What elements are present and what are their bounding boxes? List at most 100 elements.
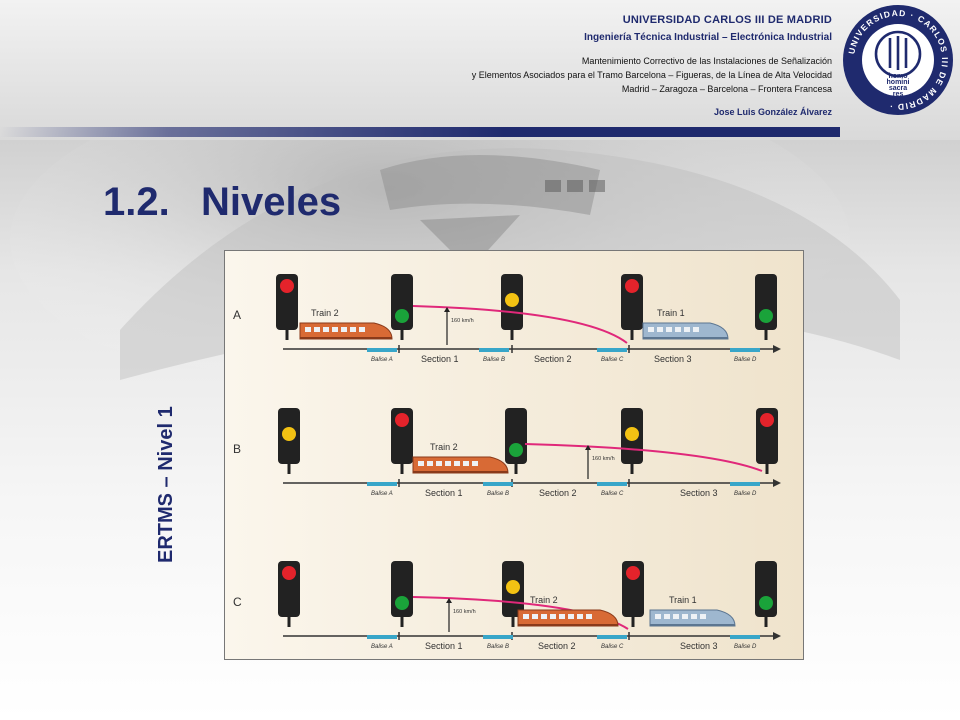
speed-arrowhead <box>585 445 591 450</box>
balise-marker <box>367 635 397 639</box>
train-stripe <box>300 337 392 339</box>
train-window <box>350 327 356 332</box>
train-window <box>341 327 347 332</box>
train-window <box>675 327 681 332</box>
train-window <box>314 327 320 332</box>
balise-label: Balise C <box>601 491 624 497</box>
section-label: Section 1 <box>421 354 459 364</box>
train-stripe <box>518 624 618 626</box>
track-arrow <box>773 632 781 640</box>
signal-lamp-red <box>625 279 639 293</box>
train-label: Train 2 <box>430 442 458 452</box>
braking-curve <box>524 443 763 472</box>
balise-label: Balise C <box>601 644 624 650</box>
train-window <box>472 461 478 466</box>
signal-lamp-red <box>626 566 640 580</box>
diagram-canvas: A Balise A Balise B Balise C Balise D Section… <box>233 274 781 651</box>
train-window <box>664 614 670 619</box>
train-window <box>655 614 661 619</box>
slide-header <box>0 0 960 140</box>
section-label: Section 3 <box>680 641 718 651</box>
train-label: Train 1 <box>669 595 697 605</box>
train-window <box>427 461 433 466</box>
ertms-level1-diagram: A Balise A Balise B Balise C Balise D Section… <box>224 250 804 660</box>
train-window <box>577 614 583 619</box>
author-name: Jose Luis González Álvarez <box>713 107 832 117</box>
train-window <box>305 327 311 332</box>
balise-marker <box>597 482 627 486</box>
balise-label: Balise C <box>601 357 624 363</box>
train-label: Train 2 <box>311 308 339 318</box>
scenario-label: C <box>233 595 242 609</box>
train-window <box>693 327 699 332</box>
signal-lamp-yellow <box>625 427 639 441</box>
page-title: 1.2.Niveles <box>103 180 341 225</box>
speed-label: 160 km/h <box>453 609 476 615</box>
train-window <box>541 614 547 619</box>
train-window <box>454 461 460 466</box>
signal-lamp-red <box>280 279 294 293</box>
scenario-label: A <box>233 308 241 322</box>
train-window <box>332 327 338 332</box>
signal-lamp-green <box>759 309 773 323</box>
train-stripe <box>650 624 735 626</box>
train-label: Train 1 <box>657 308 685 318</box>
train-window <box>700 614 706 619</box>
train-window <box>523 614 529 619</box>
university-seal-logo: UNIVERSIDAD · CARLOS III DE MADRID · hom… <box>843 5 953 115</box>
svg-text:homo: homo <box>888 73 907 80</box>
signal-lamp-red <box>282 566 296 580</box>
balise-marker <box>367 482 397 486</box>
signal-lamp-yellow <box>505 293 519 307</box>
train-window <box>463 461 469 466</box>
train-window <box>691 614 697 619</box>
speed-arrowhead <box>444 307 450 312</box>
balise-marker <box>730 635 760 639</box>
svg-text:sacra: sacra <box>889 85 907 92</box>
speed-label: 160 km/h <box>592 456 615 462</box>
balise-marker <box>483 482 513 486</box>
balise-label: Balise A <box>371 357 393 363</box>
train-window <box>445 461 451 466</box>
section-label: Section 1 <box>425 641 463 651</box>
train-window <box>359 327 365 332</box>
scenario-b: B Balise A Balise B Balise C Balise D Section… <box>233 408 781 498</box>
signal-lamp-green <box>759 596 773 610</box>
signal-lamp-green <box>395 596 409 610</box>
signal-lamp-green <box>509 443 523 457</box>
balise-label: Balise B <box>487 644 509 650</box>
section-label: Section 1 <box>425 488 463 498</box>
train-stripe <box>413 471 508 473</box>
degree-name: Ingeniería Técnica Industrial – Electrón… <box>584 32 832 43</box>
thesis-title-line1: Mantenimiento Correctivo de las Instalac… <box>581 56 832 66</box>
train-window <box>568 614 574 619</box>
train-window <box>586 614 592 619</box>
balise-label: Balise D <box>734 491 757 497</box>
speed-arrowhead <box>446 598 452 603</box>
train-label: Train 2 <box>530 595 558 605</box>
ertms-level-label: ERTMS – Nivel 1 <box>155 406 177 563</box>
balise-marker <box>367 348 397 352</box>
train-window <box>682 614 688 619</box>
signal-lamp-red <box>760 413 774 427</box>
train-window <box>684 327 690 332</box>
balise-label: Balise D <box>734 357 757 363</box>
balise-label: Balise B <box>487 491 509 497</box>
scenario-label: B <box>233 442 241 456</box>
train-window <box>648 327 654 332</box>
balise-label: Balise D <box>734 644 757 650</box>
section-label: Section 3 <box>680 488 718 498</box>
signal-lamp-red <box>395 413 409 427</box>
track-arrow <box>773 479 781 487</box>
train-stripe <box>643 337 728 339</box>
thesis-title-line3: Madrid – Zaragoza – Barcelona – Frontera… <box>621 84 832 94</box>
thesis-title-line2: y Elementos Asociados para el Tramo Barc… <box>471 70 832 80</box>
section-label: Section 2 <box>538 641 576 651</box>
svg-text:homini: homini <box>887 79 910 86</box>
balise-marker <box>483 635 513 639</box>
balise-label: Balise A <box>371 491 393 497</box>
train-window <box>532 614 538 619</box>
train-window <box>323 327 329 332</box>
